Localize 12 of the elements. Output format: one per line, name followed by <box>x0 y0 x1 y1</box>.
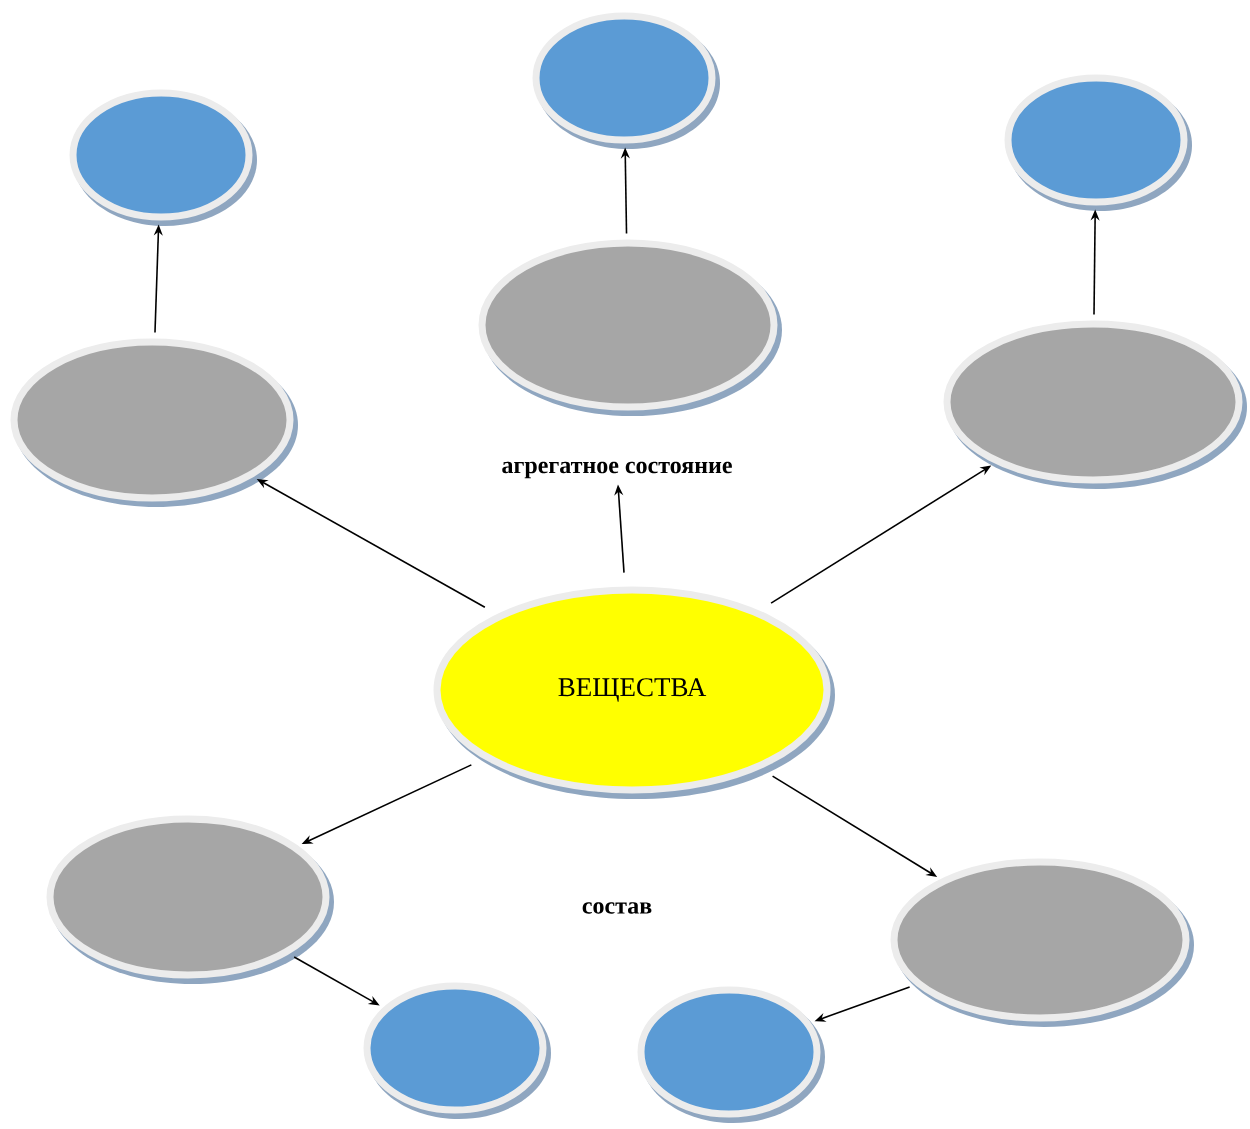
label-text: состав <box>582 902 652 914</box>
small-ellipse <box>363 982 551 1119</box>
large-ellipse <box>890 858 1194 1027</box>
large-ellipse <box>943 320 1247 489</box>
large-ellipse <box>46 815 334 984</box>
small-ellipse <box>637 986 825 1123</box>
small-ellipse <box>532 12 720 149</box>
small-ellipse <box>1004 74 1192 211</box>
large-ellipse <box>478 239 782 416</box>
small-ellipse <box>69 89 257 226</box>
large-ellipse <box>10 338 298 507</box>
heading-text: агрегатное состояние <box>502 461 732 479</box>
